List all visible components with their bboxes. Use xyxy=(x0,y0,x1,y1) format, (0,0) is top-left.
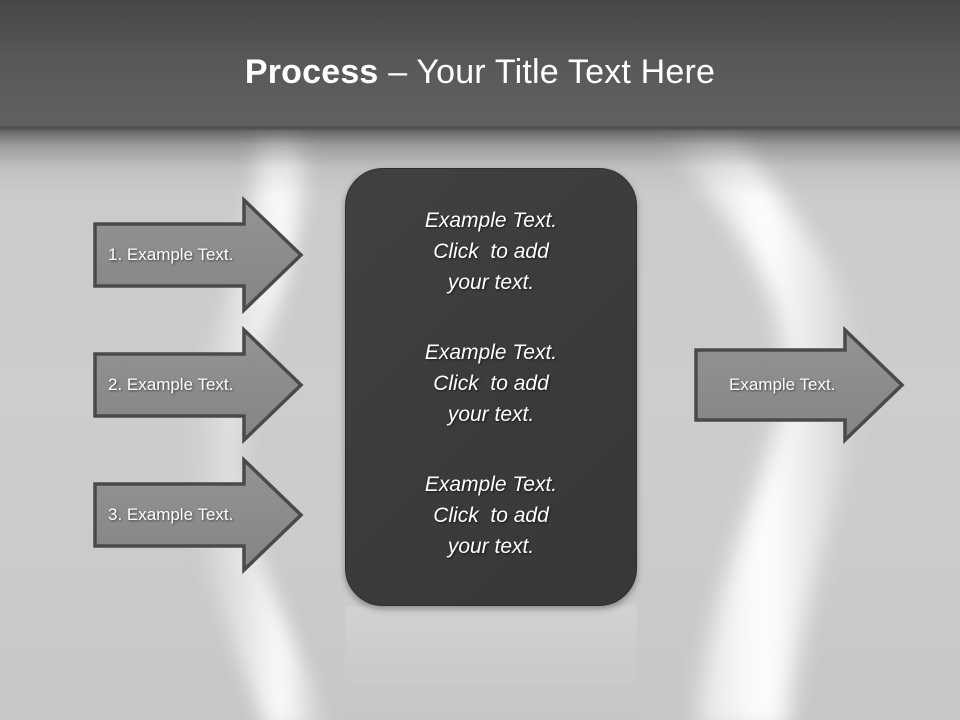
process-arrow-2-label: 2. Example Text. xyxy=(108,375,234,394)
result-arrow[interactable]: Example Text. xyxy=(693,326,905,444)
process-arrow-1-label: 1. Example Text. xyxy=(108,245,234,264)
panel-text-block-2: Example Text. Click to add your text. xyxy=(366,337,616,430)
panel-text-block-3-line1: Example Text. xyxy=(424,473,558,496)
panel-text-block-1-line3: your text. xyxy=(447,271,535,294)
panel-text-block-3: Example Text. Click to add your text. xyxy=(366,469,616,562)
panel-reflection xyxy=(345,606,637,716)
panel-text-block-1-line1: Example Text. xyxy=(424,209,558,232)
process-arrow-2[interactable]: 2. Example Text. xyxy=(92,326,304,444)
page-title-rest: – Your Title Text Here xyxy=(378,53,716,91)
process-arrow-1[interactable]: 1. Example Text. xyxy=(92,196,304,314)
page-title: Process – Your Title Text Here xyxy=(0,50,960,94)
header-band xyxy=(0,0,960,130)
panel-text-block-1-line2: Click to add xyxy=(433,240,549,263)
result-arrow-label: Example Text. xyxy=(729,375,836,394)
panel-text-block-3-line3: your text. xyxy=(447,535,535,558)
page-title-strong: Process xyxy=(244,53,379,91)
panel-text-block-2-line2: Click to add xyxy=(433,372,549,395)
panel-text-block-3-line2: Click to add xyxy=(433,504,549,527)
process-arrow-3-label: 3. Example Text. xyxy=(108,505,234,524)
panel-text-block-2-line3: your text. xyxy=(447,403,535,426)
content-panel[interactable]: Example Text. Click to add your text. Ex… xyxy=(345,168,637,606)
process-arrow-3[interactable]: 3. Example Text. xyxy=(92,456,304,574)
panel-text-block-2-line1: Example Text. xyxy=(424,341,558,364)
panel-text-block-1: Example Text. Click to add your text. xyxy=(366,205,616,298)
